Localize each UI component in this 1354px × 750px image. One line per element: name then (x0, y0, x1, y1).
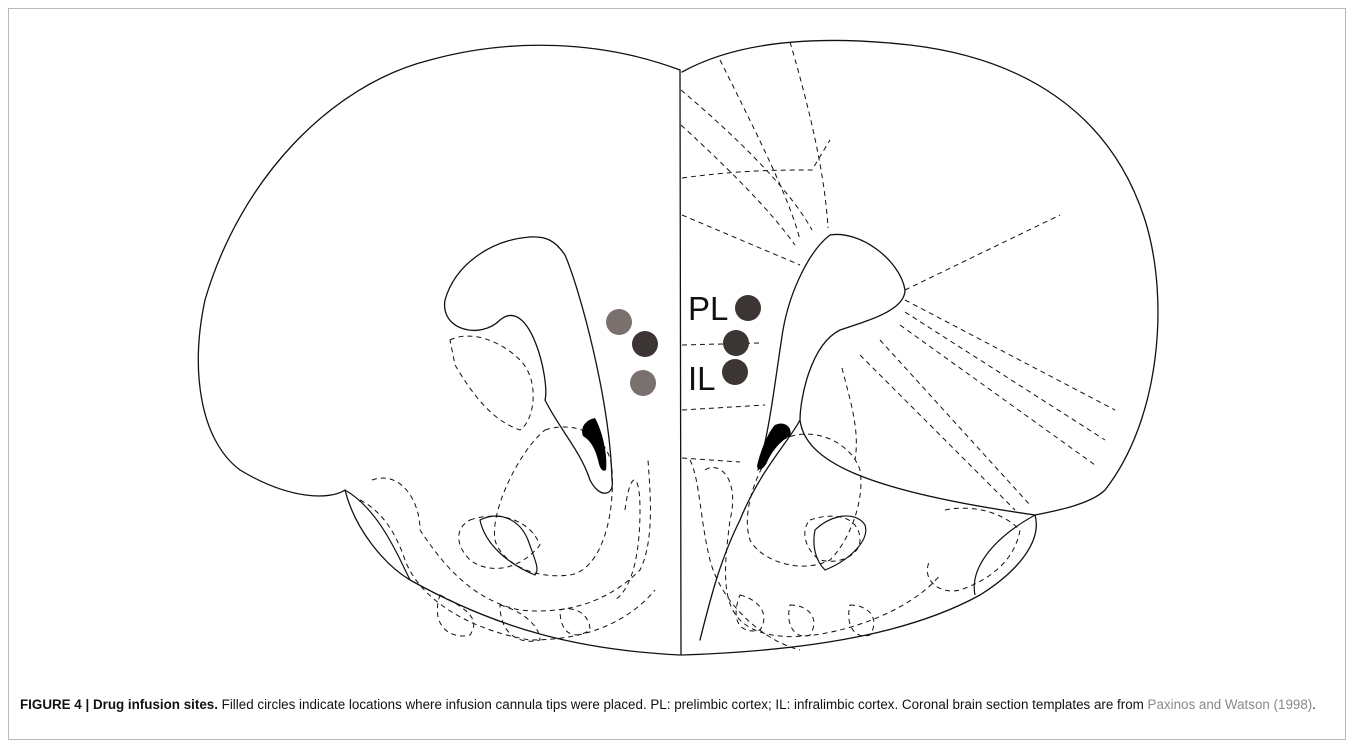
caption-label: FIGURE 4 | Drug infusion sites. (20, 697, 218, 712)
infusion-site-right-2 (723, 330, 749, 356)
pl-label: PL (688, 290, 728, 327)
infusion-site-right-3 (722, 359, 748, 385)
figure-caption: FIGURE 4 | Drug infusion sites. Filled c… (20, 694, 1320, 715)
caption-text: Filled circles indicate locations where … (218, 697, 1148, 712)
right-hemisphere-outline (682, 40, 1158, 655)
citation-link[interactable]: Paxinos and Watson (1998) (1148, 697, 1313, 712)
infusion-site-left-1 (606, 309, 632, 335)
left-forceps-minor (445, 237, 613, 493)
midline (680, 70, 681, 655)
right-lateral-ventricle (757, 423, 791, 469)
il-label: IL (688, 360, 716, 397)
left-hemisphere-outline (198, 45, 680, 655)
left-lateral-ventricle (582, 418, 606, 471)
infusion-site-left-2 (632, 331, 658, 357)
coronal-brain-section: PL IL (0, 0, 1354, 690)
infusion-site-left-3 (630, 370, 656, 396)
caption-end: . (1312, 697, 1316, 712)
infusion-site-right-1 (735, 295, 761, 321)
